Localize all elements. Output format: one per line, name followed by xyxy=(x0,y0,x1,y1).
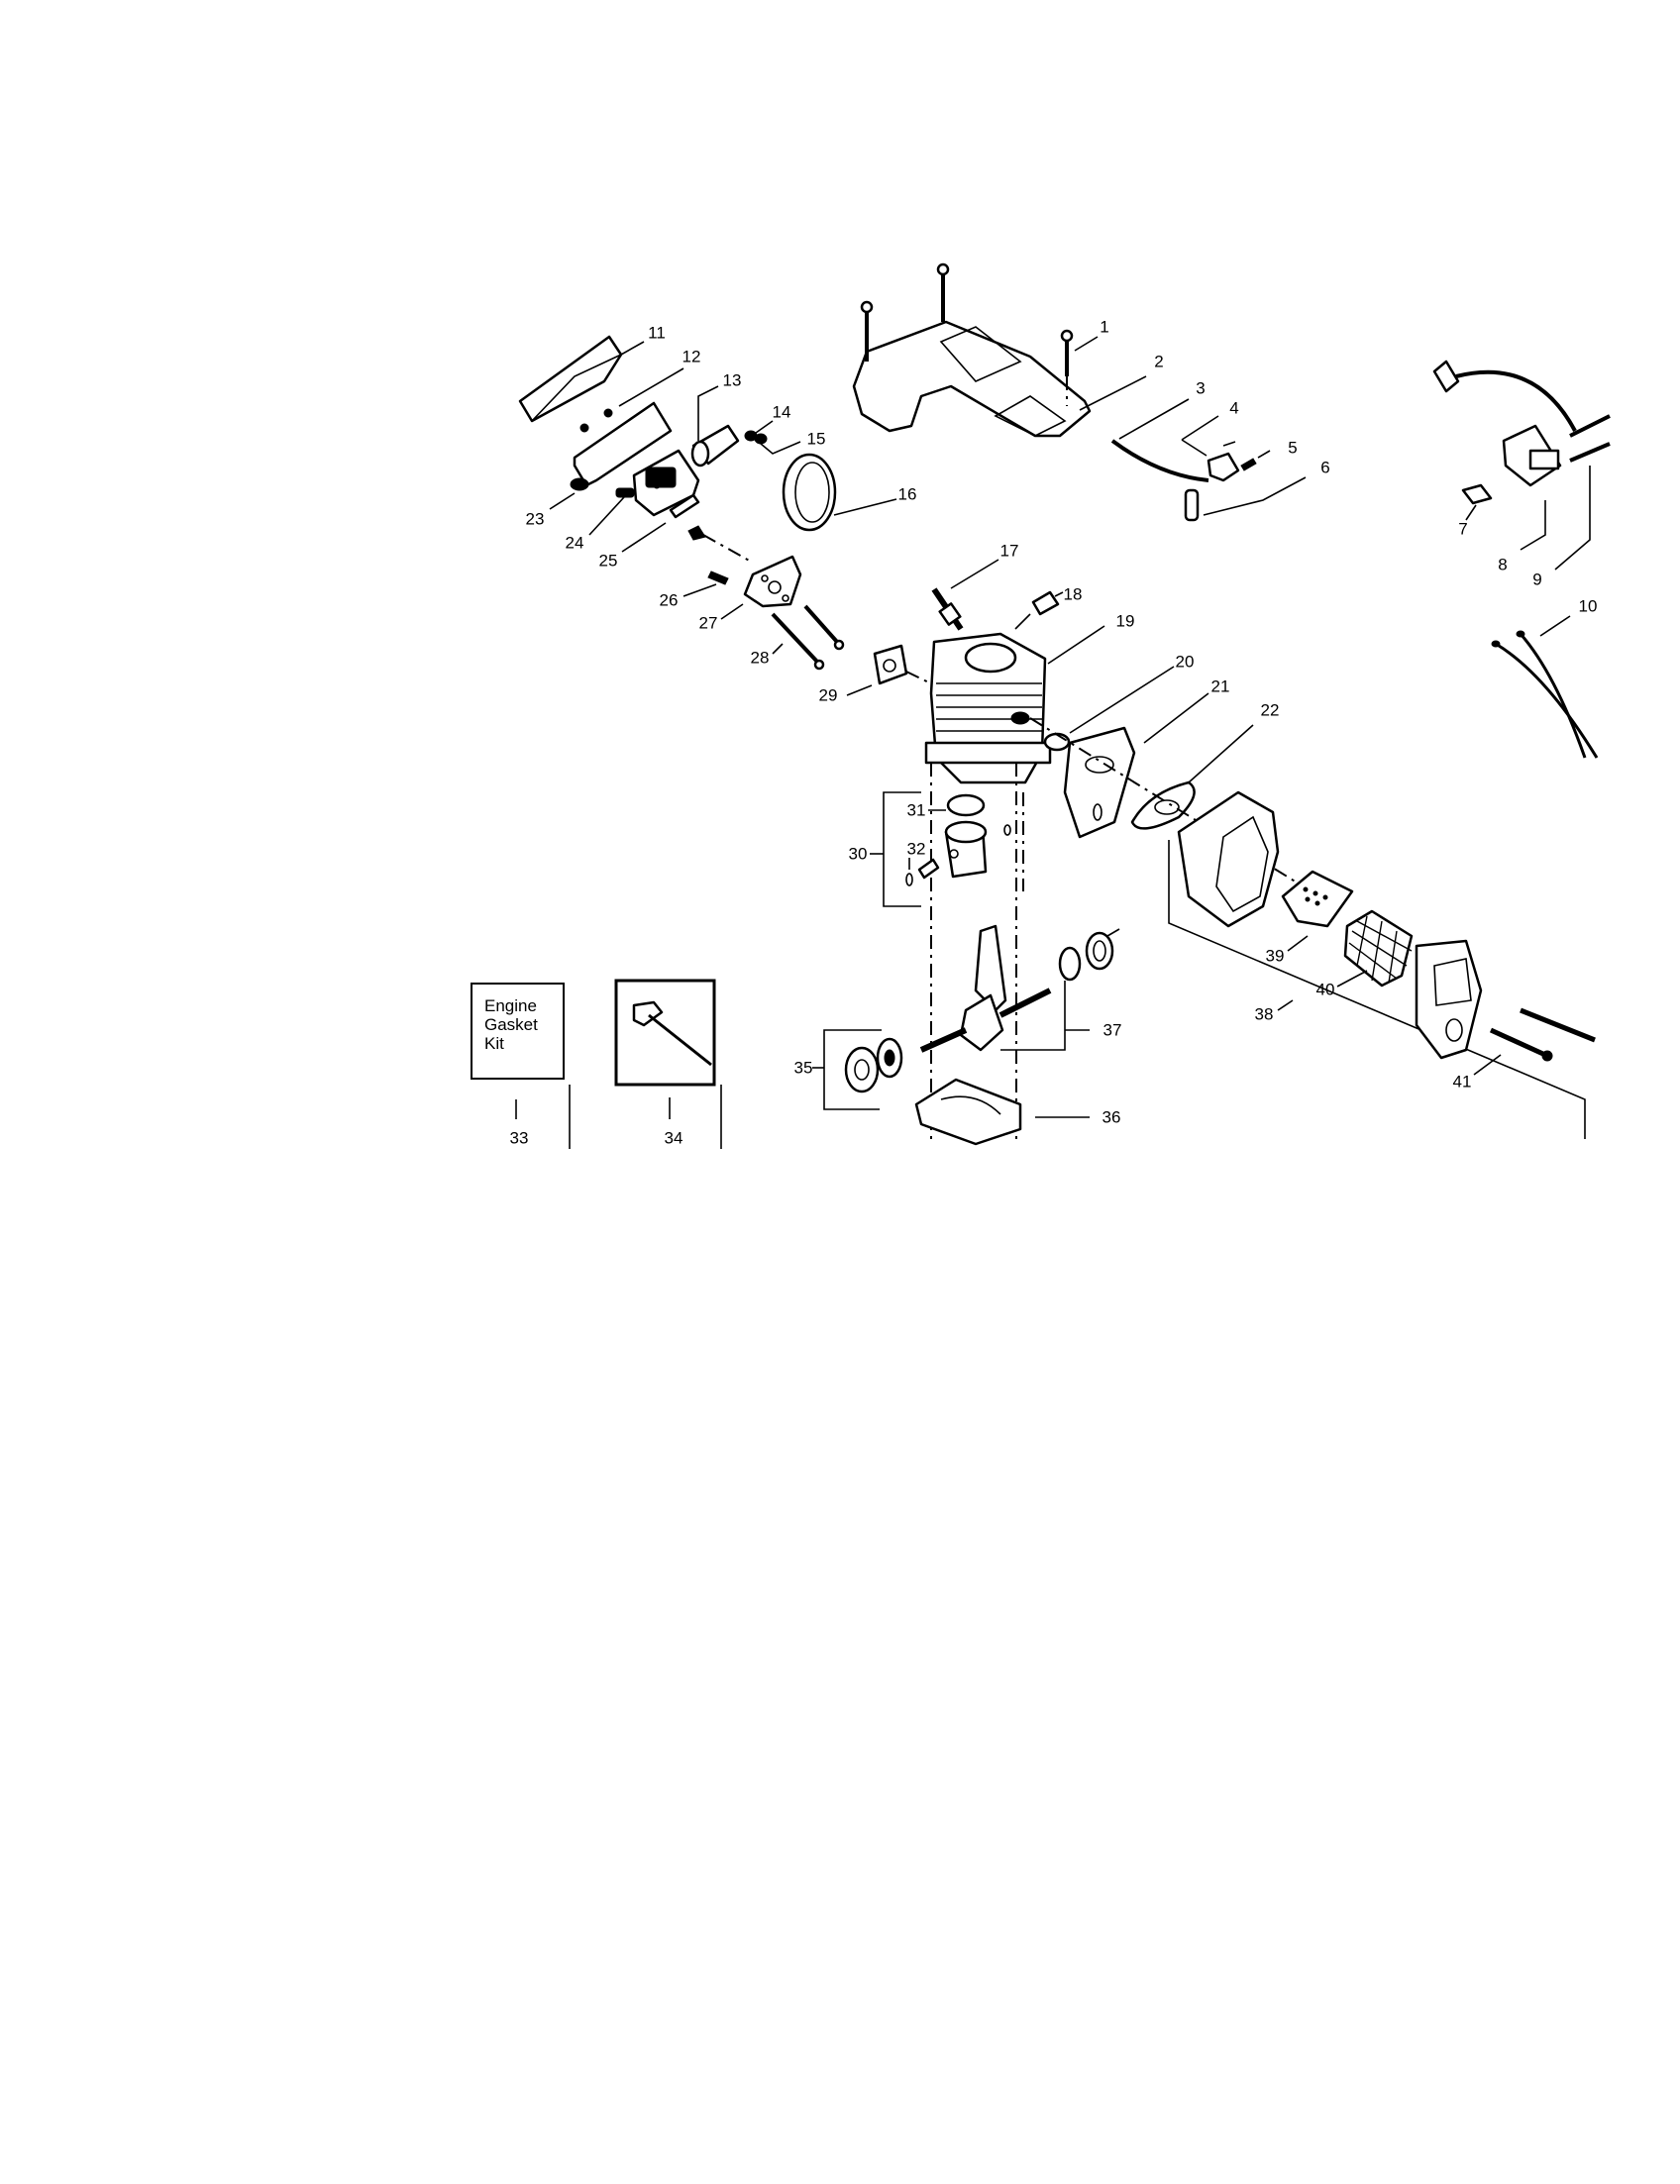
part-28-bolt-icon xyxy=(771,604,845,671)
part-38-muffler-icon xyxy=(1168,790,1586,1139)
part-label-9: 9 xyxy=(1532,570,1542,589)
part-label-33: 33 xyxy=(509,1128,529,1148)
part-16-boot-icon xyxy=(782,453,897,532)
part-3-fuel-line-icon xyxy=(1110,398,1209,482)
part-label-27: 27 xyxy=(698,613,718,633)
part-label-38: 38 xyxy=(1254,1004,1274,1024)
part-label-22: 22 xyxy=(1260,700,1280,720)
part-18-decompression-valve-icon xyxy=(1014,590,1064,630)
part-label-35: 35 xyxy=(793,1058,813,1078)
part-label-10: 10 xyxy=(1578,596,1598,616)
part-label-12: 12 xyxy=(682,347,701,366)
part-34-scrench-icon xyxy=(614,979,722,1149)
part-label-31: 31 xyxy=(906,800,926,820)
part-label-7: 7 xyxy=(1458,519,1468,539)
part-10-wire-harness-icon xyxy=(1491,615,1599,759)
part-label-39: 39 xyxy=(1265,946,1285,966)
part-30-piston-kit-icon xyxy=(870,791,1011,907)
engine-gasket-kit-label: Engine Gasket Kit xyxy=(484,996,538,1053)
part-35-bearing-seal-icon xyxy=(812,1029,903,1110)
part-label-19: 19 xyxy=(1115,611,1135,631)
part-9-ignition-module-icon xyxy=(1432,360,1611,571)
part-36-crankcase-icon xyxy=(914,1078,1090,1146)
part-27-flange-icon xyxy=(682,525,802,620)
part-21-heat-shield-icon xyxy=(1063,692,1209,839)
part-11-filter-cover-icon xyxy=(518,335,645,423)
part-label-8: 8 xyxy=(1498,555,1508,574)
part-22-muffler-gasket-icon xyxy=(1130,724,1254,830)
part-label-30: 30 xyxy=(848,844,868,864)
part-label-15: 15 xyxy=(806,429,826,449)
part-12-housing-icon xyxy=(549,367,684,510)
part-label-4: 4 xyxy=(1229,398,1239,418)
part-label-18: 18 xyxy=(1063,584,1083,604)
part-label-32: 32 xyxy=(906,839,926,859)
part-29-gasket-icon xyxy=(846,644,942,696)
part-label-23: 23 xyxy=(525,509,545,529)
part-17-spark-plug-icon xyxy=(931,559,999,631)
part-label-1: 1 xyxy=(1100,317,1109,337)
part-label-20: 20 xyxy=(1175,652,1195,672)
part-41-muffler-cover-icon xyxy=(1415,939,1596,1076)
part-label-37: 37 xyxy=(1102,1020,1122,1040)
part-2-top-cover-icon xyxy=(852,262,1147,438)
part-label-2: 2 xyxy=(1154,352,1164,371)
part-label-41: 41 xyxy=(1452,1072,1472,1092)
part-6-fuel-filter-icon xyxy=(1184,476,1307,522)
part-label-13: 13 xyxy=(722,370,742,390)
part-label-21: 21 xyxy=(1210,676,1230,696)
part-label-6: 6 xyxy=(1320,458,1330,477)
part-40-spark-arrestor-screen-icon xyxy=(1336,909,1414,988)
part-24-carburetor-icon xyxy=(588,449,700,553)
part-label-25: 25 xyxy=(598,551,618,571)
part-label-28: 28 xyxy=(750,648,770,668)
part-19-cylinder-icon xyxy=(924,625,1105,784)
part-label-16: 16 xyxy=(897,484,917,504)
part-label-14: 14 xyxy=(772,402,791,422)
part-label-34: 34 xyxy=(664,1128,683,1148)
part-13-intake-elbow-icon xyxy=(690,385,801,468)
part-39-baffle-icon xyxy=(1281,870,1354,952)
part-4-fuel-pickup-icon xyxy=(1181,415,1271,482)
engine-gasket-kit-box: Engine Gasket Kit xyxy=(471,983,565,1080)
part-label-29: 29 xyxy=(818,685,838,705)
part-label-17: 17 xyxy=(999,541,1019,561)
part-37-crankshaft-icon xyxy=(919,924,1120,1053)
part-label-40: 40 xyxy=(1315,980,1335,999)
part-label-3: 3 xyxy=(1196,378,1206,398)
part-label-36: 36 xyxy=(1102,1107,1121,1127)
part-label-5: 5 xyxy=(1288,438,1298,458)
part-label-11: 11 xyxy=(648,323,666,343)
part-label-26: 26 xyxy=(659,590,679,610)
part-label-24: 24 xyxy=(565,533,584,553)
